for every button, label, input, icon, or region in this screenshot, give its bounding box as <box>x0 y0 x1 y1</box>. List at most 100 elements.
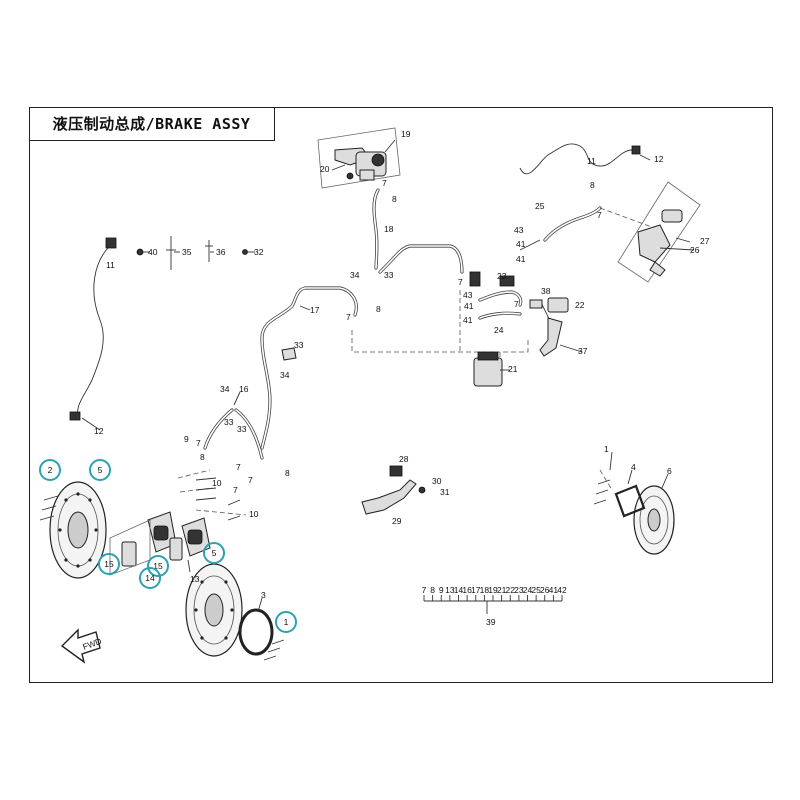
callout-28: 28 <box>399 454 409 464</box>
kit-39-part-19: 19 <box>488 585 498 595</box>
kit-39-part-21: 21 <box>497 585 507 595</box>
callout-29: 29 <box>392 516 402 526</box>
callout-7: 7 <box>458 277 463 287</box>
callout-18: 18 <box>384 224 394 234</box>
callout-7: 7 <box>248 475 253 485</box>
callout-43: 43 <box>463 290 473 300</box>
callout-1: 1 <box>604 444 609 454</box>
callout-33: 33 <box>294 340 304 350</box>
title-box: 液压制动总成/BRAKE ASSY <box>29 107 275 141</box>
callout-4: 4 <box>631 462 636 472</box>
callout-27: 27 <box>700 236 710 246</box>
kit-39-part-14: 14 <box>454 585 464 595</box>
kit-39-part-18: 18 <box>480 585 490 595</box>
rear-brake-disc <box>593 479 675 555</box>
callout-22: 22 <box>575 300 585 310</box>
callout-9: 9 <box>184 434 189 444</box>
highlighted-callout-1: 1 <box>284 617 289 627</box>
kit-39-part-13: 13 <box>445 585 455 595</box>
highlighted-callout-5: 5 <box>212 548 217 558</box>
callout-8: 8 <box>392 194 397 204</box>
diagram-title: 液压制动总成/BRAKE ASSY <box>52 115 251 133</box>
front-master-cylinder <box>317 127 401 189</box>
dashed-guides <box>177 207 661 516</box>
highlight-circle <box>275 611 297 633</box>
callout-7: 7 <box>382 178 387 188</box>
callout-21: 21 <box>508 364 518 374</box>
callout-10: 10 <box>249 509 259 519</box>
callout-19: 19 <box>401 129 411 139</box>
callout-34: 34 <box>220 384 230 394</box>
highlighted-callout-2: 2 <box>48 465 53 475</box>
callout-30: 30 <box>432 476 442 486</box>
callout-12: 12 <box>654 154 664 164</box>
highlight-circle <box>39 459 61 481</box>
fwd-arrow-icon: FWD <box>60 628 103 664</box>
callout-7: 7 <box>346 312 351 322</box>
callout-41: 41 <box>516 254 526 264</box>
diagram-frame <box>29 107 773 683</box>
callout-31: 31 <box>440 487 450 497</box>
callout-41: 41 <box>463 315 473 325</box>
highlight-circle <box>89 459 111 481</box>
kit-39-part-17: 17 <box>471 585 481 595</box>
callout-39: 39 <box>486 617 496 627</box>
highlighted-callout-15: 15 <box>153 561 163 571</box>
kit-39-part-8: 8 <box>430 585 435 595</box>
kit-39-part-16: 16 <box>462 585 472 595</box>
callout-20: 20 <box>320 164 330 174</box>
callout-7: 7 <box>597 210 602 220</box>
callout-11: 11 <box>106 260 115 270</box>
highlighted-callout-5: 5 <box>98 465 103 475</box>
callout-8: 8 <box>285 468 290 478</box>
front-right-brake-disc <box>185 563 285 661</box>
callout-7: 7 <box>514 299 519 309</box>
callout-7: 7 <box>196 438 201 448</box>
kit-39-part-24: 24 <box>523 585 533 595</box>
kit-39-part-42: 42 <box>557 585 567 595</box>
front-left-brake-disc <box>39 481 107 579</box>
kit-39-part-23: 23 <box>514 585 524 595</box>
kit-39-part-7: 7 <box>422 585 427 595</box>
kit-39-part-26: 26 <box>540 585 550 595</box>
callout-35: 35 <box>182 247 192 257</box>
callout-23: 23 <box>497 271 507 281</box>
callout-3: 3 <box>261 590 266 600</box>
callout-41: 41 <box>516 239 526 249</box>
highlight-circle <box>98 553 120 575</box>
callout-6: 6 <box>667 466 672 476</box>
callout-8: 8 <box>200 452 205 462</box>
kit-39-part-9: 9 <box>439 585 444 595</box>
rear-master-cylinder <box>617 181 701 283</box>
callout-24: 24 <box>494 325 504 335</box>
callout-16: 16 <box>239 384 249 394</box>
callout-33: 33 <box>237 424 247 434</box>
callout-34: 34 <box>350 270 360 280</box>
callout-40: 40 <box>148 247 158 257</box>
hardware <box>69 145 641 521</box>
abs-module <box>469 271 569 387</box>
callout-41: 41 <box>464 301 474 311</box>
callout-32: 32 <box>254 247 264 257</box>
callout-10: 10 <box>212 478 222 488</box>
kit-39-part-22: 22 <box>506 585 516 595</box>
highlighted-callouts: 2 5 15 15 14 5 1 <box>39 459 297 633</box>
callout-36: 36 <box>216 247 226 257</box>
callout-33: 33 <box>224 417 234 427</box>
callout-25: 25 <box>535 201 545 211</box>
highlighted-callout-14: 14 <box>145 573 155 583</box>
leader-lines <box>81 139 695 613</box>
callout-7: 7 <box>236 462 241 472</box>
callout-33: 33 <box>384 270 394 280</box>
highlighted-callout-15: 15 <box>104 559 114 569</box>
highlight-circle <box>203 542 225 564</box>
callout-43: 43 <box>514 225 524 235</box>
callout-34: 34 <box>280 370 290 380</box>
callout-12: 12 <box>94 426 104 436</box>
callout-8: 8 <box>376 304 381 314</box>
callout-17: 17 <box>310 305 320 315</box>
callout-38: 38 <box>541 286 551 296</box>
callout-11: 11 <box>587 156 596 166</box>
